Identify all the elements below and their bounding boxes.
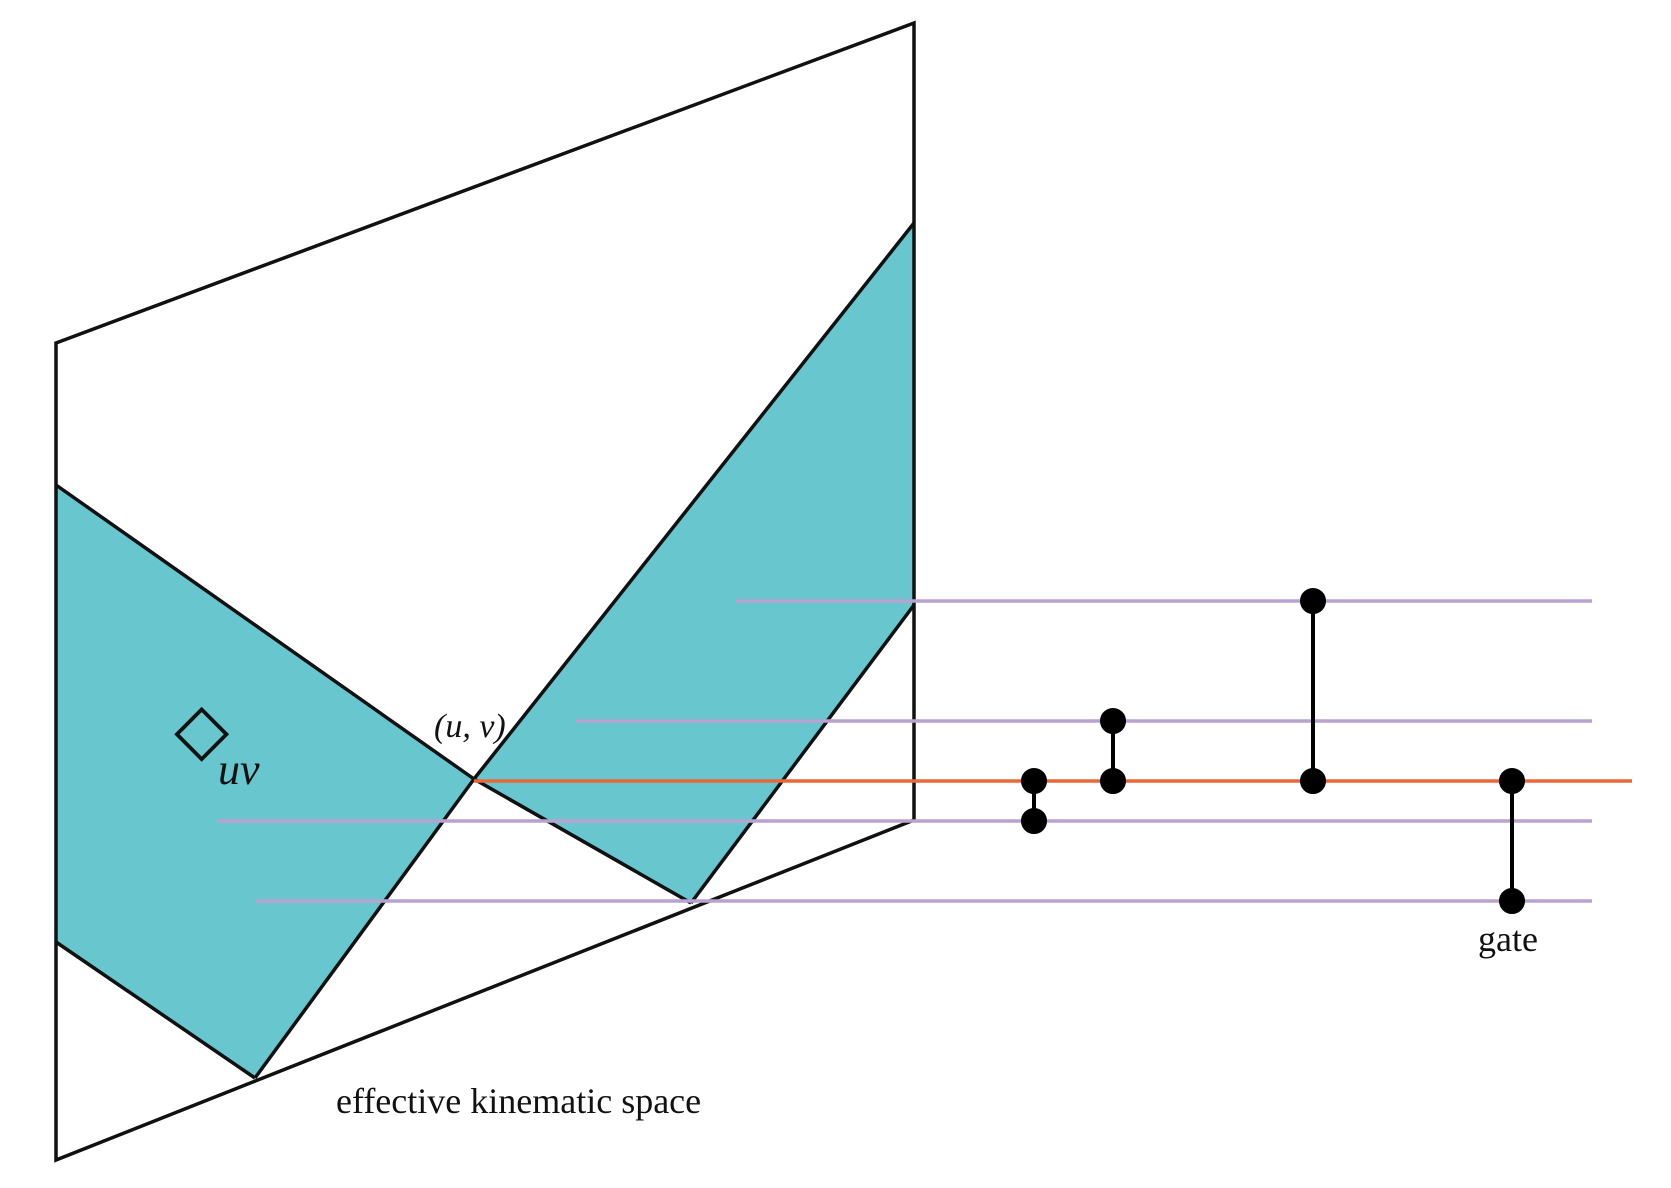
qubit-wires: [217, 599, 1592, 903]
gate-3: [1300, 588, 1326, 794]
diamond-symbol-label: ◇: [174, 689, 230, 769]
gate-label: gate: [1478, 919, 1538, 959]
left-region: [56, 485, 474, 1078]
effective-kinematic-space-label: effective kinematic space: [336, 1081, 701, 1121]
gates: [1021, 588, 1525, 914]
gate-1: [1021, 768, 1047, 834]
gate-4: [1499, 768, 1525, 914]
point-uv-label: (u, v): [434, 708, 506, 745]
gate-2: [1100, 708, 1126, 794]
diamond-edges: [54, 221, 916, 1080]
diamond-subscript-label: uv: [218, 745, 260, 794]
right-region: [474, 223, 914, 903]
